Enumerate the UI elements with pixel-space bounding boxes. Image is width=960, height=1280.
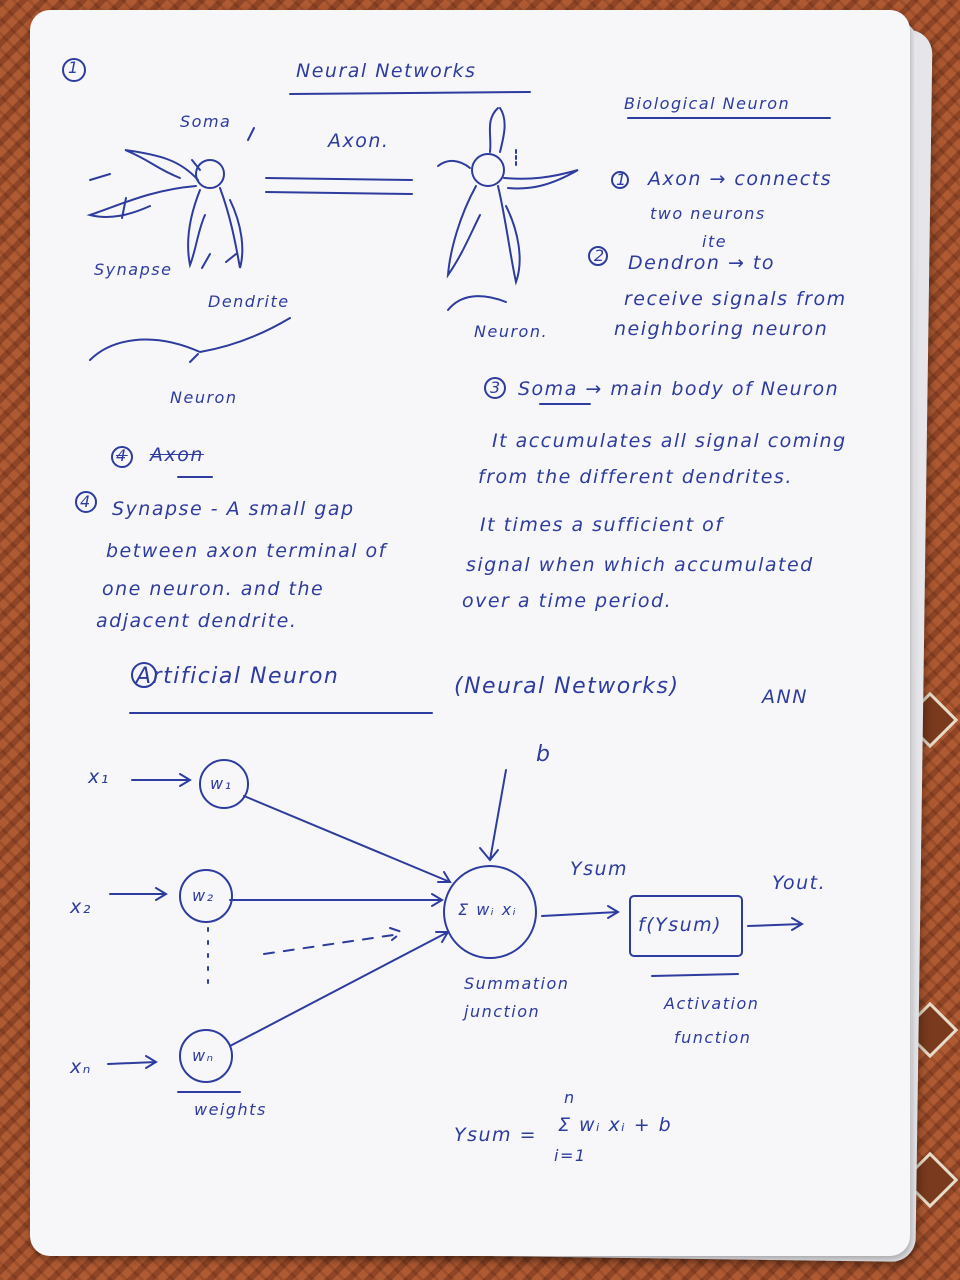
- item-number-circle: [611, 171, 629, 189]
- formula-body: Σ wᵢ xᵢ + b: [558, 1114, 673, 1136]
- item2-line2: receive signals from: [624, 288, 847, 310]
- artificial-subheading: (Neural Networks): [454, 674, 680, 699]
- neuron-right-label: Neuron.: [474, 322, 549, 341]
- formula-lower-limit: i=1: [554, 1146, 587, 1165]
- activation-underline: [651, 973, 739, 977]
- weight-node-w1: [199, 759, 249, 809]
- formula-upper-limit: n: [564, 1088, 576, 1107]
- ann-abbrev: ANN: [762, 686, 808, 708]
- bias-label: b: [536, 742, 552, 767]
- artificial-a-circle: [131, 662, 157, 688]
- input-arrow-x1: [131, 773, 192, 787]
- edge-w1-sum: [243, 795, 452, 883]
- item-number-circle: [111, 446, 133, 468]
- weight-wn: wₙ: [192, 1046, 215, 1065]
- left-neuron-sketch: [86, 127, 291, 363]
- edge-sum-activation: [541, 905, 620, 919]
- activation-label: Activation: [664, 994, 760, 1013]
- weight-node-w2: [179, 869, 233, 923]
- item3-line3: from the different dendrites.: [478, 466, 793, 488]
- input-x1: x₁: [88, 766, 110, 788]
- synapse-line1: Synapse - A small gap: [112, 498, 355, 520]
- item1-number: 1: [616, 170, 628, 189]
- synapse-line3: one neuron. and the: [102, 578, 325, 600]
- synapse-number: 4: [80, 492, 92, 511]
- item3-line6: over a time period.: [462, 590, 673, 612]
- synapse-line2: between axon terminal of: [106, 540, 387, 562]
- handwritten-drawings: [62, 58, 831, 1093]
- biological-heading: Biological Neuron: [624, 94, 791, 113]
- item3-line5: signal when which accumulated: [466, 554, 814, 576]
- item2-line1: Dendron → to: [628, 252, 775, 274]
- function-label: function: [674, 1028, 752, 1047]
- notebook-page: 1 Neural Networks Soma Axon. Synapse Den…: [30, 10, 910, 1256]
- weight-node-wn: [179, 1029, 233, 1083]
- item3-line1: Soma → main body of Neuron: [518, 378, 840, 400]
- input-xn: xₙ: [70, 1056, 92, 1078]
- summation-label: Summation: [464, 974, 570, 993]
- struck-axon: Axon: [150, 444, 204, 466]
- summation-node: [443, 865, 537, 959]
- input-x2: x₂: [70, 896, 92, 918]
- item2-ite: ite: [702, 232, 728, 251]
- ann-diagram: [107, 759, 804, 1093]
- page-number: 1: [68, 58, 80, 77]
- axon-line: [265, 191, 413, 195]
- edge-wn-sum: [229, 931, 450, 1047]
- artificial-heading: Artificial Neuron: [136, 664, 340, 689]
- summation-expression: Σ wᵢ xᵢ: [458, 900, 518, 919]
- page-title: Neural Networks: [296, 60, 477, 82]
- activation-box: [629, 895, 743, 957]
- item1-line2: two neurons: [650, 204, 766, 223]
- page-number-circle: [62, 58, 86, 82]
- item2-line3: neighboring neuron: [614, 318, 829, 340]
- bias-arrow: [479, 769, 507, 862]
- item-number-circle: [75, 491, 97, 513]
- struck-number: 4: [116, 446, 128, 465]
- item2-number: 2: [594, 246, 606, 265]
- input-arrow-x2: [109, 887, 168, 901]
- formula-lhs: Ysum =: [454, 1124, 538, 1146]
- weight-w2: w₂: [192, 886, 215, 905]
- soma-label: Soma: [180, 112, 232, 131]
- dendrite-label: Dendrite: [208, 292, 290, 311]
- title-underline: [289, 91, 531, 95]
- synapse-line4: adjacent dendrite.: [96, 610, 298, 632]
- edge-w2-sum: [229, 893, 444, 907]
- item3-number: 3: [490, 378, 502, 397]
- ysum-label: Ysum: [570, 858, 629, 880]
- junction-label: junction: [464, 1002, 541, 1021]
- yout-label: Yout.: [772, 872, 827, 894]
- item3-line4: It times a sufficient of: [480, 514, 724, 536]
- axon-line: [265, 177, 413, 181]
- item-number-circle: [588, 246, 608, 266]
- item-number-circle: [484, 377, 506, 399]
- right-neuron-sketch: [437, 107, 579, 311]
- axon-label: Axon.: [328, 130, 390, 152]
- item1-line1: Axon → connects: [648, 168, 833, 190]
- item3-line2: It accumulates all signal coming: [492, 430, 847, 452]
- input-arrow-xn: [107, 1055, 158, 1069]
- synapse-label: Synapse: [94, 260, 173, 279]
- output-arrow: [747, 917, 804, 931]
- neuron-left-label: Neuron: [170, 388, 238, 407]
- weight-w1: w₁: [210, 774, 233, 793]
- edge-dashed-sum: [263, 927, 405, 955]
- weights-label: weights: [194, 1100, 267, 1119]
- activation-expression: f(Ysum): [638, 914, 723, 936]
